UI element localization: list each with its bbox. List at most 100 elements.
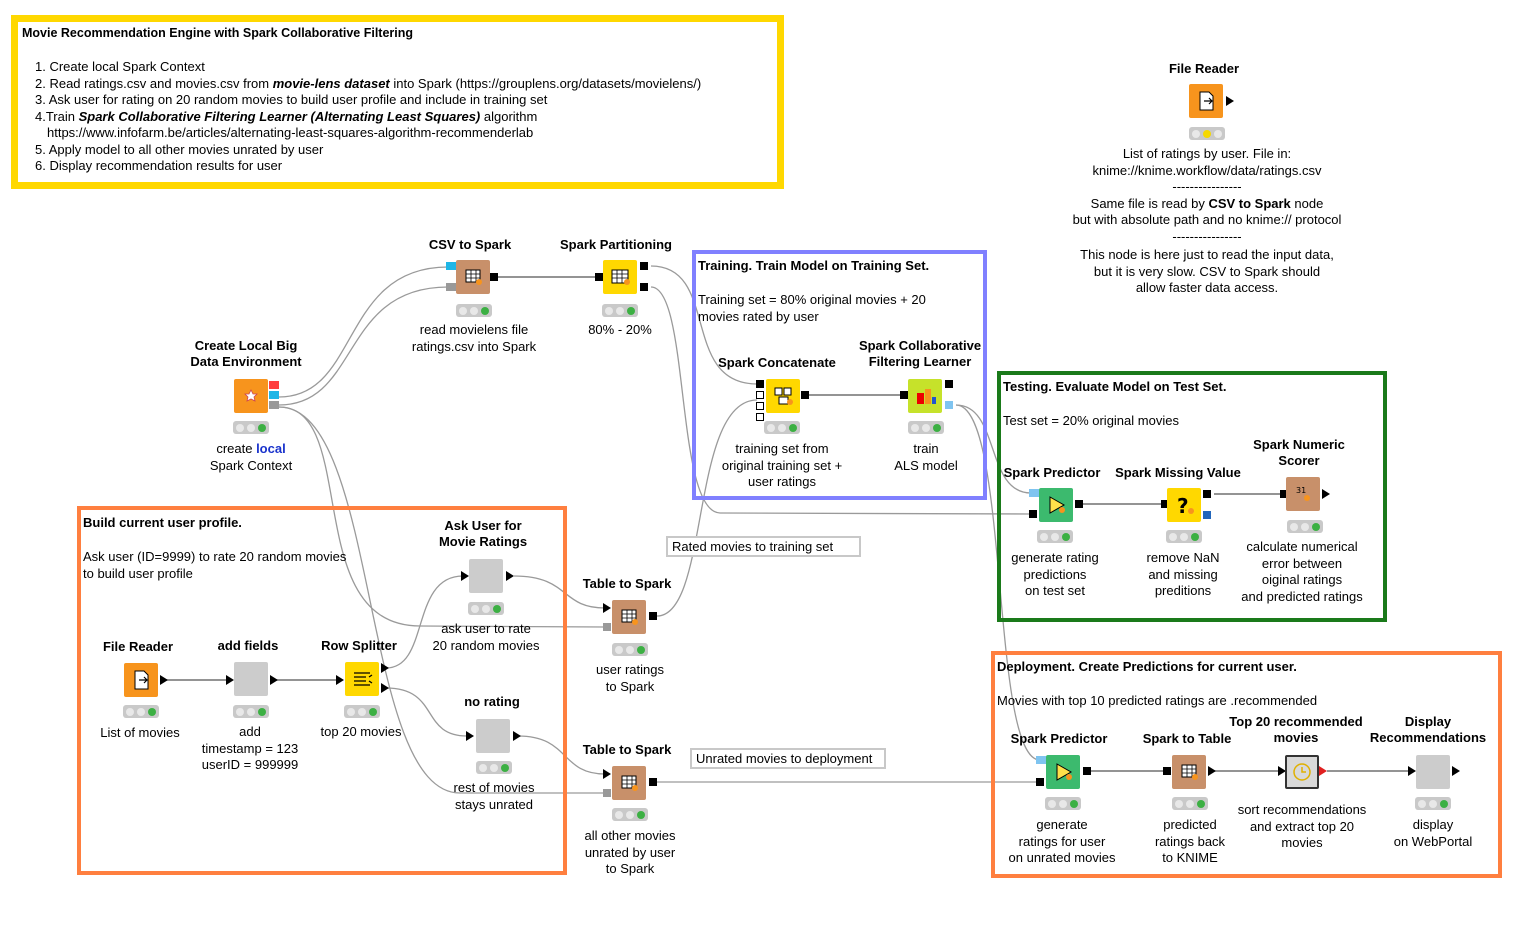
intro-step-4-url: https://www.infofarm.be/articles/alterna… [47, 125, 534, 140]
table-to-spark-2-in-port-2[interactable] [603, 789, 611, 797]
add-fields-node[interactable] [234, 662, 268, 696]
file-reader-movies-out-port[interactable] [160, 675, 168, 685]
partitioning-out-port-2[interactable] [640, 283, 648, 291]
csv-to-spark-node[interactable] [456, 260, 490, 294]
partitioning-node[interactable] [603, 260, 637, 294]
testing-annotation: Testing. Evaluate Model on Test Set. Tes… [997, 371, 1387, 622]
edge-partition-predictor [650, 286, 1032, 515]
display-out-port[interactable] [1452, 766, 1460, 776]
predictor-deploy-node[interactable] [1046, 755, 1080, 789]
spark-to-table-out-port[interactable] [1208, 766, 1216, 776]
ask-user-in-port[interactable] [461, 571, 469, 581]
missing-value-node[interactable]: ? [1167, 488, 1201, 522]
table-to-spark-1-out-port[interactable] [649, 612, 657, 620]
csv-to-spark-status [456, 304, 492, 317]
partition-icon [611, 269, 630, 285]
add-fields-in-port[interactable] [226, 675, 234, 685]
predictor-test-status [1037, 530, 1073, 543]
create-env-out-port-1[interactable] [269, 381, 279, 389]
concatenate-node[interactable] [766, 379, 800, 413]
svg-text:31: 31 [1296, 486, 1306, 495]
predictor-play-icon [1056, 763, 1073, 781]
row-splitter-in-port[interactable] [336, 675, 344, 685]
csv-to-spark-out-port[interactable] [490, 273, 498, 281]
ask-user-out-port[interactable] [506, 571, 514, 581]
top20-node[interactable] [1285, 755, 1319, 789]
spark-to-table-in-port[interactable] [1163, 767, 1171, 775]
predictor-deploy-out-port[interactable] [1083, 767, 1091, 775]
partitioning-in-port[interactable] [595, 273, 603, 281]
spark-to-table-node[interactable] [1172, 755, 1206, 789]
numeric-scorer-in-port[interactable] [1280, 490, 1288, 498]
missing-value-out-port-1[interactable] [1203, 490, 1211, 498]
table-to-spark-2-out-port[interactable] [649, 778, 657, 786]
file-reader-top-out-port[interactable] [1226, 96, 1234, 106]
partitioning-title: Spark Partitioning [560, 237, 672, 252]
file-reader-movies-caption: List of movies [100, 725, 180, 740]
deployment-text-1: Movies with top 10 predicted ratings are… [997, 693, 1318, 708]
row-splitter-out-port-1[interactable] [381, 663, 389, 673]
spark-star-icon [244, 389, 258, 402]
predictor-test-node[interactable] [1039, 488, 1073, 522]
row-splitter-node[interactable] [345, 662, 379, 696]
spark-to-table-status [1172, 797, 1208, 810]
intro-steps: 1. Create local Spark Context 2. Read ra… [35, 59, 701, 175]
edge-learner-predictor [955, 404, 1032, 494]
learner-icon [917, 389, 936, 404]
file-reader-top-node[interactable] [1189, 84, 1223, 118]
add-fields-out-port[interactable] [270, 675, 278, 685]
concatenate-in-port-4[interactable] [756, 413, 764, 421]
partitioning-out-port-1[interactable] [640, 262, 648, 270]
missing-value-in-port[interactable] [1161, 500, 1169, 508]
spark-to-table-title: Spark to Table [1142, 731, 1232, 746]
missing-value-out-port-2[interactable] [1203, 511, 1211, 519]
display-node[interactable] [1416, 755, 1450, 789]
concatenate-in-port-1[interactable] [756, 380, 764, 388]
csv-to-spark-in-port-1[interactable] [446, 262, 456, 270]
no-rating-out-port[interactable] [513, 731, 521, 741]
ask-user-node[interactable] [469, 559, 503, 593]
cf-learner-in-port[interactable] [900, 391, 908, 399]
cf-learner-out-port-1[interactable] [945, 380, 953, 388]
cf-learner-node[interactable] [908, 379, 942, 413]
create-env-node[interactable] [234, 379, 268, 413]
display-in-port[interactable] [1408, 766, 1416, 776]
table-to-spark-1-in-port-2[interactable] [603, 623, 611, 631]
concatenate-status [764, 421, 800, 434]
no-rating-node[interactable] [476, 719, 510, 753]
file-reader-movies-node[interactable] [124, 663, 158, 697]
predictor-test-out-port[interactable] [1075, 500, 1083, 508]
csv-to-spark-in-port-2[interactable] [446, 283, 456, 291]
row-splitter-caption: top 20 movies [320, 724, 402, 739]
table-to-spark-2-in-port-1[interactable] [603, 769, 611, 779]
predictor-deploy-in-port-2[interactable] [1036, 778, 1044, 786]
table-to-spark-2-node[interactable] [612, 766, 646, 800]
concatenate-out-port[interactable] [801, 391, 809, 399]
create-env-out-port-3[interactable] [269, 401, 279, 409]
top20-in-port[interactable] [1278, 766, 1286, 776]
no-rating-in-port[interactable] [466, 731, 474, 741]
predictor-test-in-port-1[interactable] [1029, 489, 1039, 497]
concatenate-in-port-2[interactable] [756, 391, 764, 399]
top20-out-port[interactable] [1319, 766, 1327, 776]
intro-step-1: 1. Create local Spark Context [35, 59, 205, 74]
table-to-spark-1-node[interactable] [612, 600, 646, 634]
intro-step-5: 5. Apply model to all other movies unrat… [35, 141, 324, 157]
partitioning-status [602, 304, 638, 317]
numeric-scorer-out-port[interactable] [1322, 489, 1330, 499]
create-env-out-port-2[interactable] [269, 391, 279, 399]
predictor-test-in-port-2[interactable] [1029, 510, 1037, 518]
table-to-spark-1-in-port-1[interactable] [603, 603, 611, 613]
numeric-scorer-node[interactable]: 31 [1286, 477, 1320, 511]
predictor-deploy-in-port-1[interactable] [1036, 756, 1046, 764]
concatenate-in-port-3[interactable] [756, 402, 764, 410]
rated-movies-label: Rated movies to training set [666, 536, 861, 557]
row-splitter-out-port-2[interactable] [381, 683, 389, 693]
intro-title: Movie Recommendation Engine with Spark C… [22, 26, 414, 40]
table-to-spark-2-status [612, 808, 648, 821]
cf-learner-out-port-2[interactable] [945, 401, 953, 409]
